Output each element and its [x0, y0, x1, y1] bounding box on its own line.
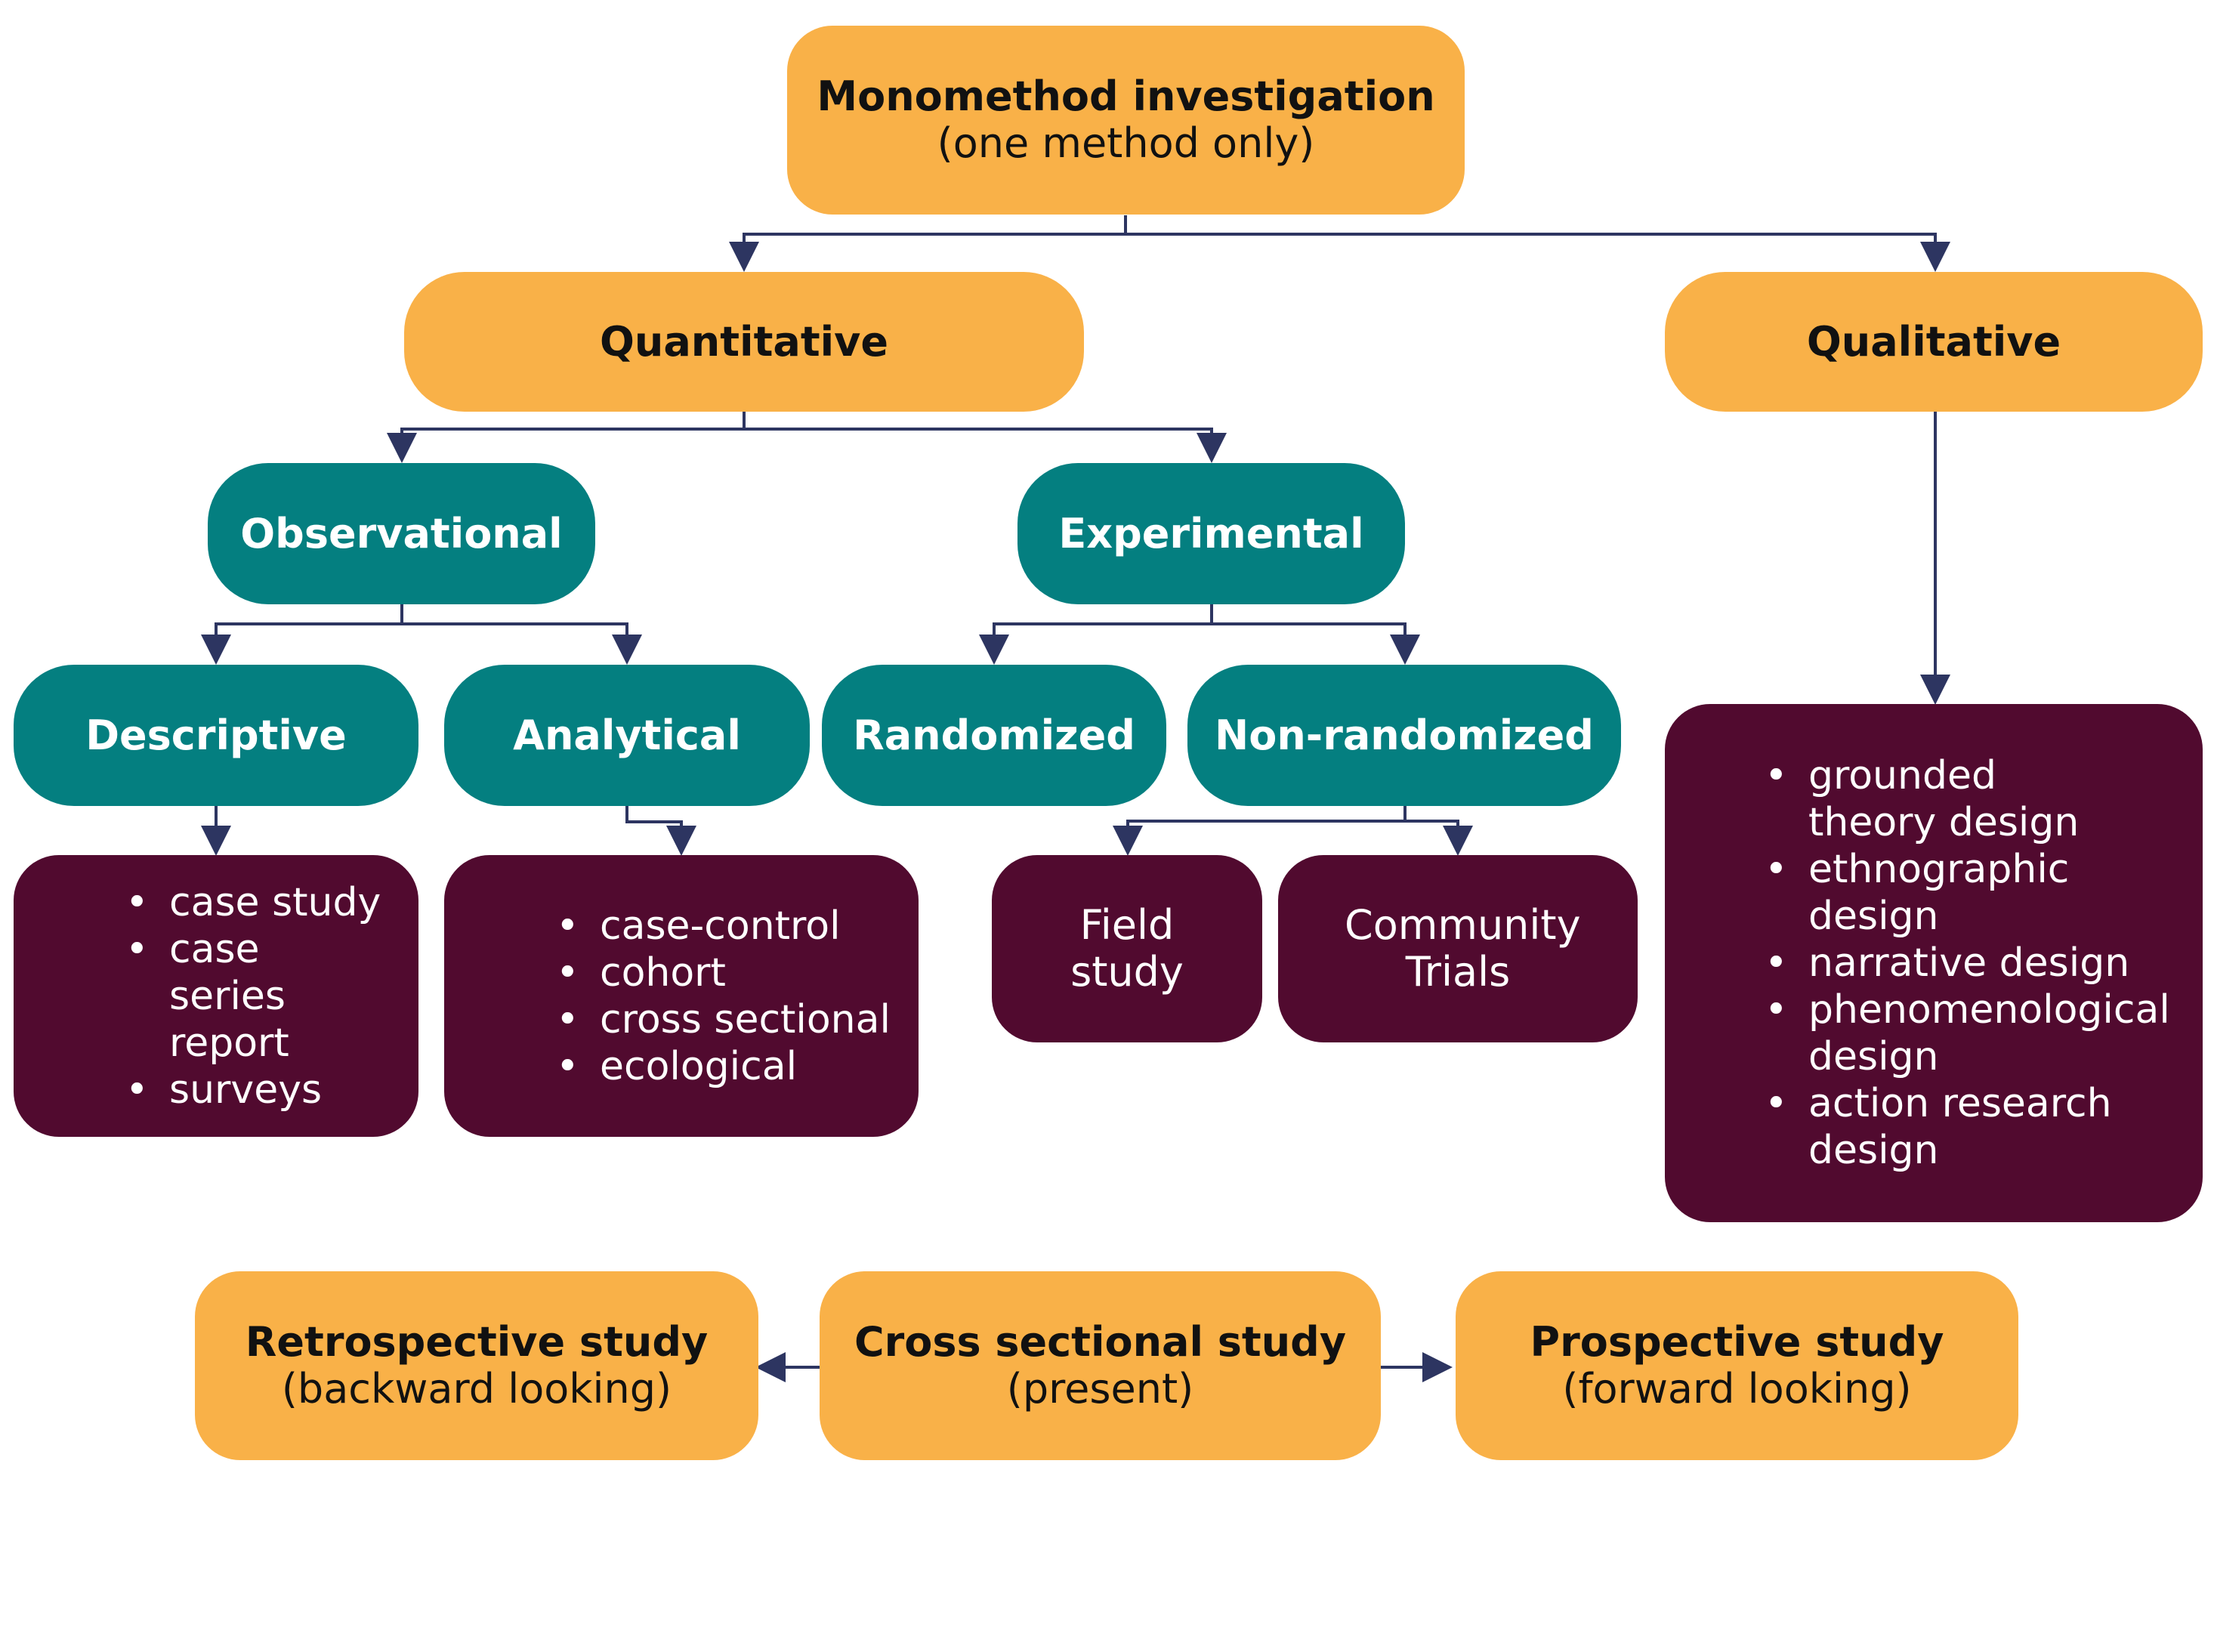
quantitative-node: Quantitative [404, 272, 1084, 412]
list-item: ethnographic design [1765, 846, 2126, 940]
list-item: surveys [125, 1067, 388, 1113]
observational-label: Observational [240, 509, 563, 557]
root-subtitle: (one method only) [937, 119, 1315, 167]
connector-quant-to-observational [387, 412, 746, 463]
root-title: Monomethod investigation [817, 73, 1435, 120]
list-item: action research design [1765, 1080, 2126, 1174]
non-randomized-label: Non-randomized [1215, 711, 1594, 759]
field-study-box: Field study [992, 855, 1262, 1042]
prospective-subtitle: (forward looking) [1562, 1365, 1912, 1413]
community-trials-box: Community Trials [1278, 855, 1638, 1042]
randomized-label: Randomized [853, 711, 1135, 759]
list-item: ecological [556, 1043, 891, 1090]
analytical-list-box: case-control cohort cross sectional ecol… [444, 855, 919, 1137]
qualitative-node: Qualitative [1665, 272, 2203, 412]
cross-sectional-title: Cross sectional study [854, 1318, 1347, 1366]
community-trials-label: Community Trials [1345, 901, 1581, 996]
list-item: case series report [125, 926, 388, 1067]
connector-obs-to-analytical [402, 622, 642, 665]
list-item: cross sectional [556, 996, 891, 1043]
randomized-node: Randomized [822, 665, 1166, 806]
connector-nonrand-to-field [1113, 806, 1407, 856]
field-study-label: Field study [1070, 901, 1184, 996]
prospective-node: Prospective study (forward looking) [1456, 1271, 2018, 1460]
connector-quant-to-experimental [744, 428, 1227, 463]
retrospective-title: Retrospective study [245, 1318, 709, 1366]
quantitative-label: Quantitative [600, 317, 888, 366]
retrospective-node: Retrospective study (backward looking) [195, 1271, 758, 1460]
qualitative-label: Qualitative [1806, 317, 2061, 366]
descriptive-items: case study case series report surveys [97, 879, 388, 1113]
descriptive-node: Descriptive [14, 665, 418, 806]
connector-analytical-to-list [625, 806, 696, 856]
list-item: grounded theory design [1765, 752, 2126, 846]
list-item: case study [125, 879, 388, 926]
analytical-label: Analytical [513, 711, 741, 759]
observational-node: Observational [208, 463, 595, 604]
analytical-node: Analytical [444, 665, 810, 806]
list-item: phenomenological design [1765, 987, 2170, 1080]
connector-obs-to-descriptive [201, 604, 403, 665]
qualitative-items: grounded theory design ethnographic desi… [1765, 752, 2170, 1174]
non-randomized-node: Non-randomized [1187, 665, 1621, 806]
list-item: case-control [556, 903, 891, 950]
list-item: narrative design [1765, 940, 2163, 987]
descriptive-list-box: case study case series report surveys [14, 855, 418, 1137]
cross-sectional-subtitle: (present) [1006, 1365, 1194, 1413]
prospective-title: Prospective study [1530, 1318, 1944, 1366]
analytical-items: case-control cohort cross sectional ecol… [527, 903, 891, 1090]
list-item: cohort [556, 950, 891, 996]
root-node: Monomethod investigation (one method onl… [787, 26, 1465, 215]
retrospective-subtitle: (backward looking) [281, 1365, 672, 1413]
connector-exp-to-nonrandomized [1212, 622, 1420, 665]
connector-root-to-qualitative [1126, 233, 1950, 272]
experimental-node: Experimental [1017, 463, 1405, 604]
connector-root-to-quantitative [729, 215, 1127, 272]
connector-nonrand-to-community [1405, 820, 1473, 856]
cross-sectional-node: Cross sectional study (present) [820, 1271, 1381, 1460]
connector-exp-to-randomized [979, 604, 1213, 665]
experimental-label: Experimental [1058, 509, 1364, 557]
qualitative-list-box: grounded theory design ethnographic desi… [1665, 704, 2203, 1222]
descriptive-label: Descriptive [85, 711, 347, 759]
